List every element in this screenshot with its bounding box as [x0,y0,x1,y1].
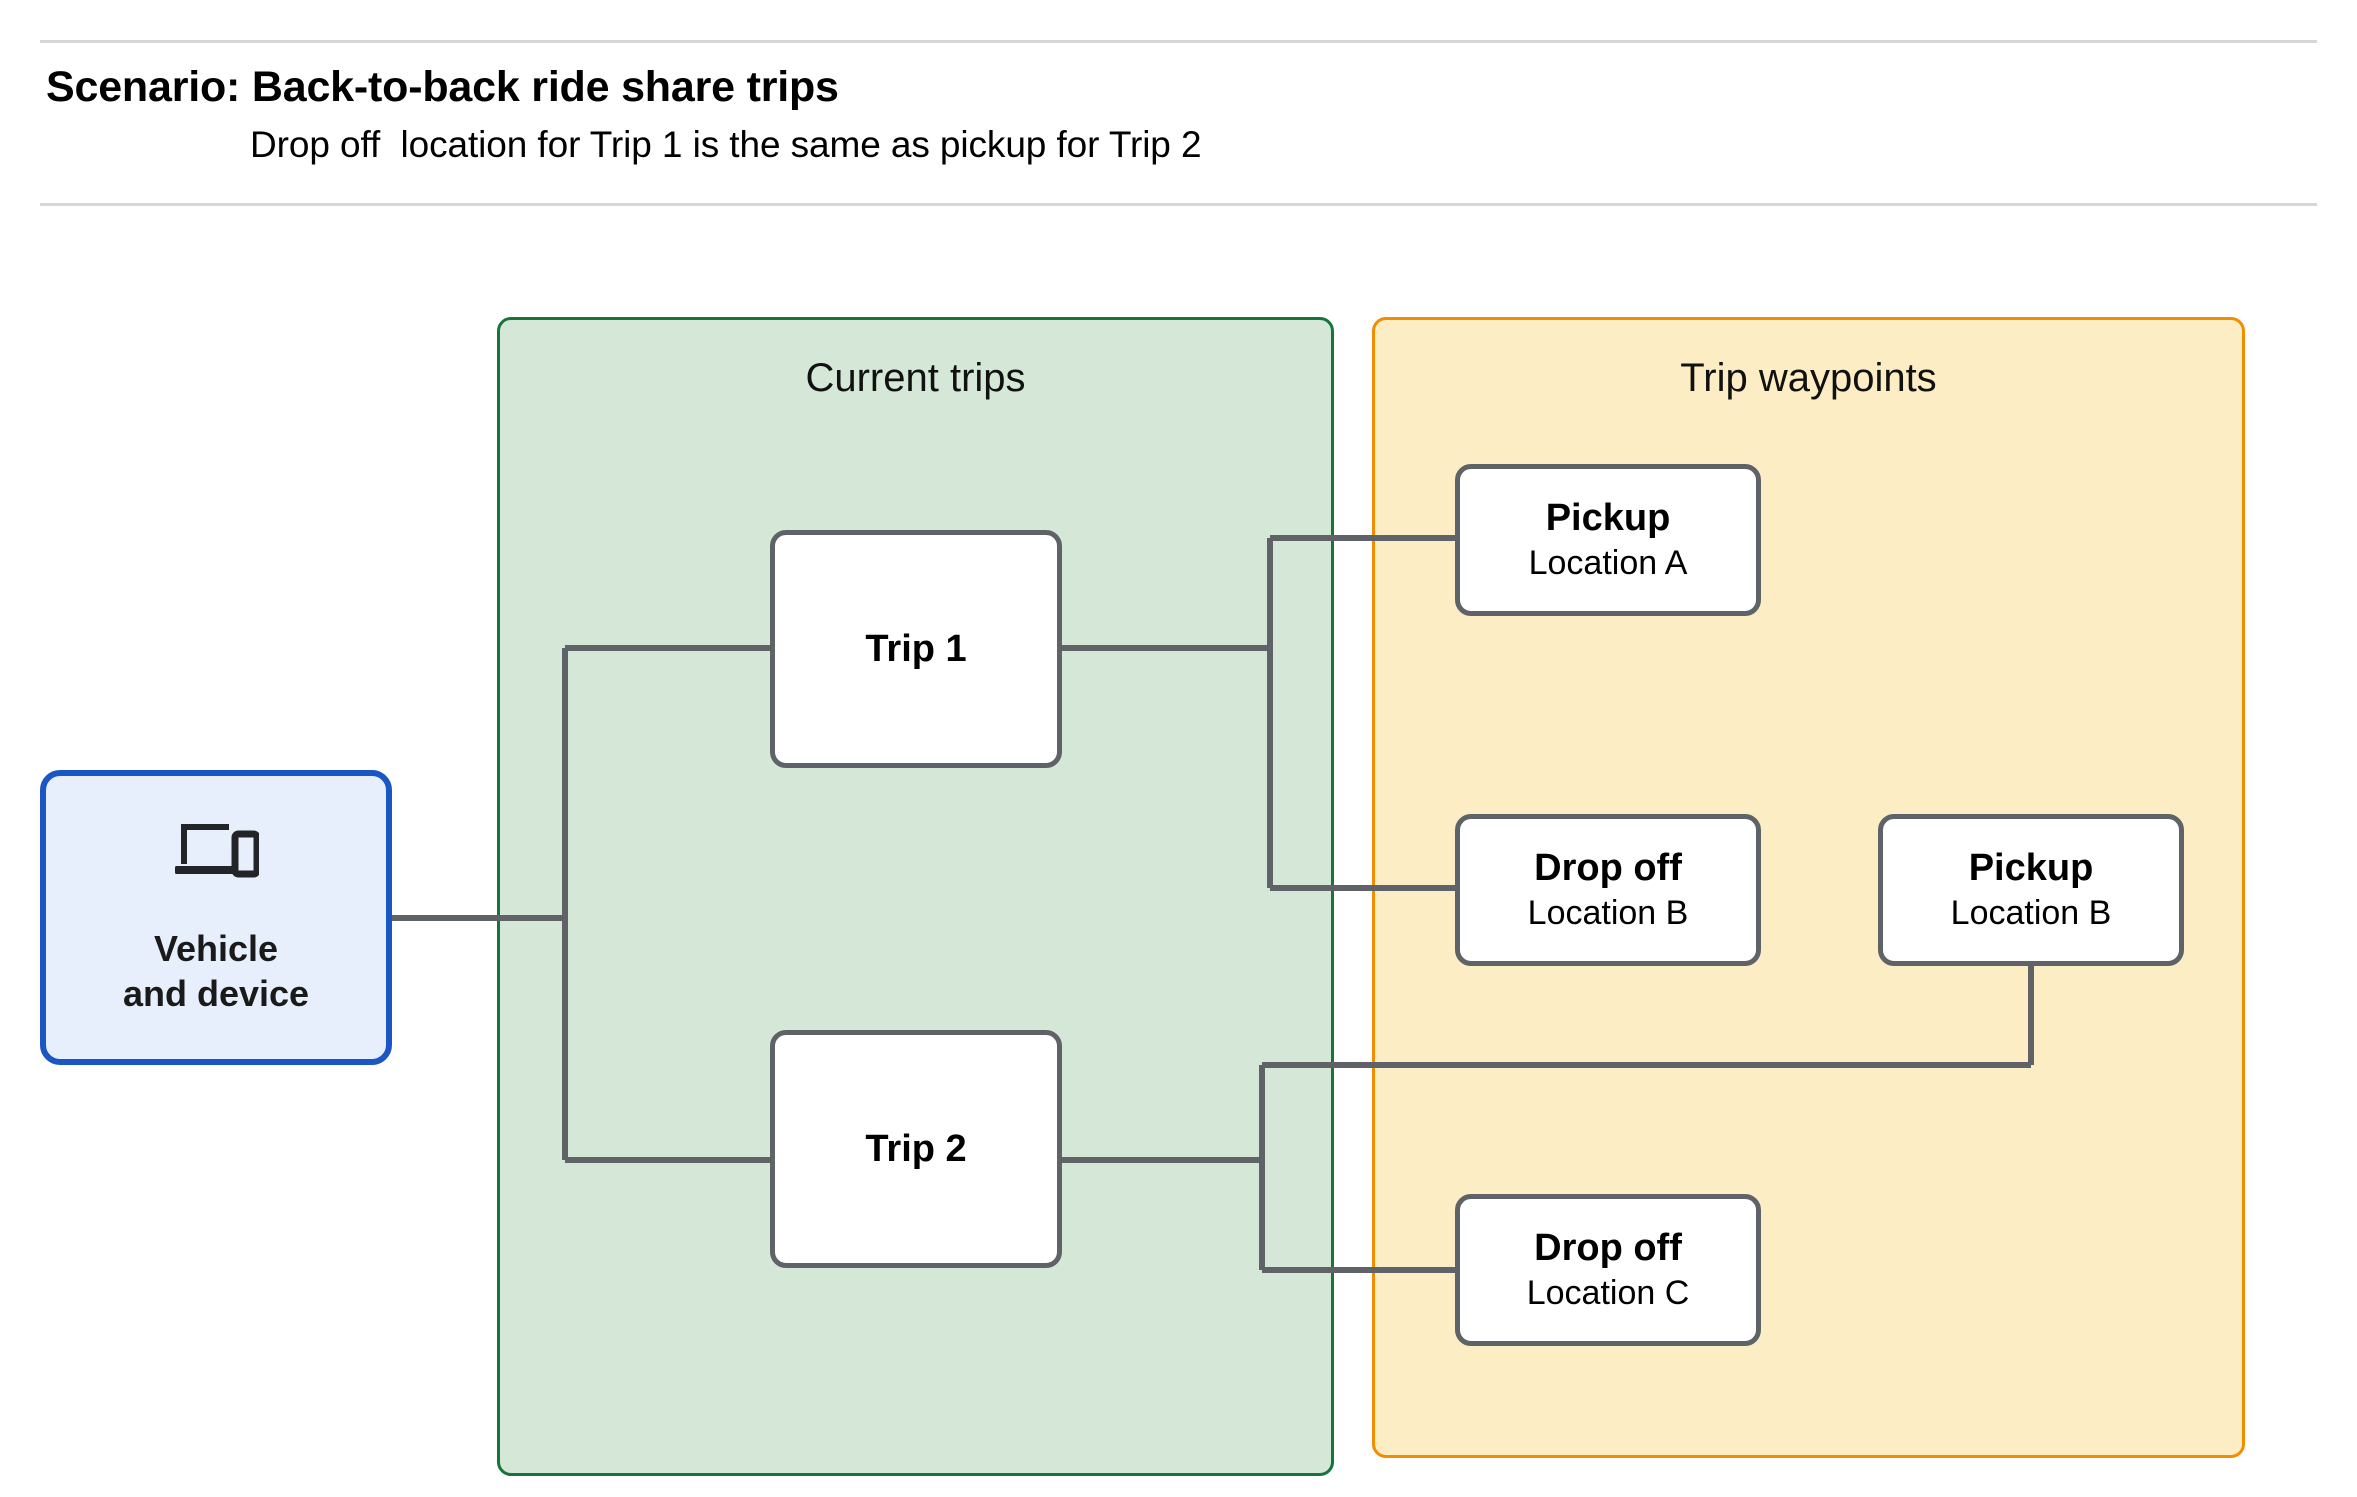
header-divider-bottom [40,203,2317,206]
waypoint-type: Pickup [1545,497,1671,540]
group-current-trips: Current trips [497,317,1334,1476]
node-trip-1-label: Trip 1 [865,627,967,670]
waypoint-location: Location B [1527,894,1689,933]
waypoint-location: Location A [1528,544,1688,583]
waypoint-location: Location C [1526,1274,1690,1313]
waypoint-type: Drop off [1534,847,1682,890]
node-trip-2[interactable]: Trip 2 [770,1030,1062,1268]
node-trip-1[interactable]: Trip 1 [770,530,1062,768]
header-divider-top [40,40,2317,43]
node-waypoint-dropoff-c[interactable]: Drop off Location C [1455,1194,1761,1346]
waypoint-type: Pickup [1968,847,2094,890]
node-trip-2-label: Trip 2 [865,1127,967,1170]
page-title: Scenario: Back-to-back ride share trips [46,63,839,111]
node-waypoint-pickup-a[interactable]: Pickup Location A [1455,464,1761,616]
node-waypoint-dropoff-b[interactable]: Drop off Location B [1455,814,1761,966]
group-current-trips-title: Current trips [805,356,1026,400]
node-vehicle-and-device[interactable]: Vehicle and device [40,770,392,1065]
group-trip-waypoints-title: Trip waypoints [1680,356,1937,400]
page-subtitle: Drop off location for Trip 1 is the same… [250,124,1202,165]
waypoint-location: Location B [1950,894,2112,933]
node-waypoint-pickup-b[interactable]: Pickup Location B [1878,814,2184,966]
devices-icon [173,820,261,882]
vehicle-label: Vehicle and device [122,927,310,1014]
waypoint-type: Drop off [1534,1227,1682,1270]
